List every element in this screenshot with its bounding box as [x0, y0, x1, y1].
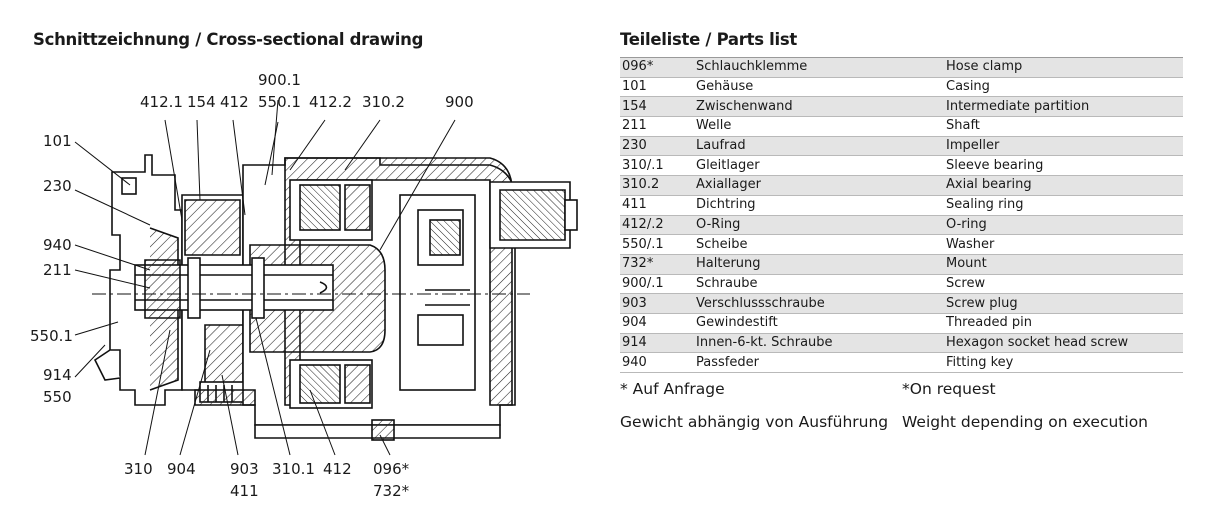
part-name-en: Screw [944, 274, 1183, 295]
drawing-title: Schnittzeichnung / Cross-sectional drawi… [33, 30, 424, 49]
callout-412-top: 412 [220, 93, 249, 111]
weight-note-en: Weight depending on execution [902, 413, 1149, 431]
callout-550-1-left: 550.1 [30, 327, 73, 345]
part-name-de: Zwischenwand [694, 96, 944, 118]
leader-lines [74, 99, 456, 456]
callout-900: 900 [445, 93, 474, 111]
part-number: 914 [620, 333, 694, 354]
part-number: 101 [620, 77, 694, 98]
part-name-de: Gleitlager [694, 155, 944, 177]
part-name-en: Hexagon socket head screw [944, 333, 1183, 354]
part-name-de: O-Ring [694, 215, 944, 236]
callout-labels: 900.1 412.1 154 412 550.1 412.2 310.2 90… [30, 71, 474, 500]
callout-411: 411 [230, 482, 259, 500]
part-name-de: Halterung [694, 254, 944, 275]
callout-412-1: 412.1 [140, 93, 183, 111]
part-name-de: Gehäuse [694, 77, 944, 98]
part-name-en: Sleeve bearing [944, 155, 1183, 177]
part-name-de: Schlauchklemme [694, 57, 944, 78]
part-name-en: O-ring [944, 215, 1183, 236]
parts-list-title: Teileliste / Parts list [620, 30, 797, 49]
part-name-de: Laufrad [694, 136, 944, 157]
part-name-en: Screw plug [944, 293, 1183, 314]
callout-412-bottom: 412 [323, 460, 352, 478]
part-number: 900/.1 [620, 274, 694, 295]
callout-096: 096* [373, 460, 410, 478]
part-number: 550/.1 [620, 234, 694, 255]
callout-101: 101 [43, 132, 72, 150]
pump-body [93, 154, 578, 441]
part-name-en: Mount [944, 254, 1183, 275]
part-name-de: Passfeder [694, 352, 944, 373]
part-name-en: Casing [944, 77, 1183, 98]
part-number: 211 [620, 116, 694, 137]
part-name-en: Threaded pin [944, 313, 1183, 334]
part-name-en: Washer [944, 234, 1183, 255]
callout-211: 211 [43, 261, 72, 279]
part-number: 904 [620, 313, 694, 334]
part-number: 310/.1 [620, 155, 694, 177]
part-number: 903 [620, 293, 694, 314]
part-number: 411 [620, 195, 694, 216]
part-number: 096* [620, 57, 694, 78]
part-name-de: Welle [694, 116, 944, 137]
weight-note-de: Gewicht abhängig von Ausführung [620, 413, 889, 431]
part-number: 154 [620, 96, 694, 118]
callout-914: 914 [43, 366, 72, 384]
callout-230: 230 [43, 177, 72, 195]
part-name-en: Shaft [944, 116, 1183, 137]
part-name-de: Schraube [694, 274, 944, 295]
part-name-en: Intermediate partition [944, 96, 1183, 118]
callout-412-2: 412.2 [309, 93, 352, 111]
callout-310-2: 310.2 [362, 93, 405, 111]
part-name-de: Innen-6-kt. Schraube [694, 333, 944, 354]
callout-550: 550 [43, 388, 72, 406]
part-name-en: Axial bearing [944, 175, 1183, 196]
callout-310: 310 [124, 460, 153, 478]
cross-sectional-drawing: 900.1 412.1 154 412 550.1 412.2 310.2 90… [30, 71, 578, 500]
part-number: 940 [620, 352, 694, 373]
part-name-en: Fitting key [944, 352, 1183, 373]
request-note-de: * Auf Anfrage [620, 380, 725, 398]
callout-903: 903 [230, 460, 259, 478]
callout-900-1: 900.1 [258, 71, 301, 89]
part-name-de: Dichtring [694, 195, 944, 216]
part-number: 230 [620, 136, 694, 157]
part-name-en: Sealing ring [944, 195, 1183, 216]
callout-732: 732* [373, 482, 410, 500]
request-note-en: *On request [902, 380, 996, 398]
part-name-de: Verschlussschraube [694, 293, 944, 314]
part-number: 732* [620, 254, 694, 275]
callout-154: 154 [187, 93, 216, 111]
callout-310-1: 310.1 [272, 460, 315, 478]
part-number: 310.2 [620, 175, 694, 196]
callout-904: 904 [167, 460, 196, 478]
part-name-de: Gewindestift [694, 313, 944, 334]
part-name-en: Impeller [944, 136, 1183, 157]
part-number: 412/.2 [620, 215, 694, 236]
part-name-de: Scheibe [694, 234, 944, 255]
callout-940: 940 [43, 236, 72, 254]
part-name-de: Axiallager [694, 175, 944, 196]
callout-550-1-top: 550.1 [258, 93, 301, 111]
part-name-en: Hose clamp [944, 57, 1183, 78]
